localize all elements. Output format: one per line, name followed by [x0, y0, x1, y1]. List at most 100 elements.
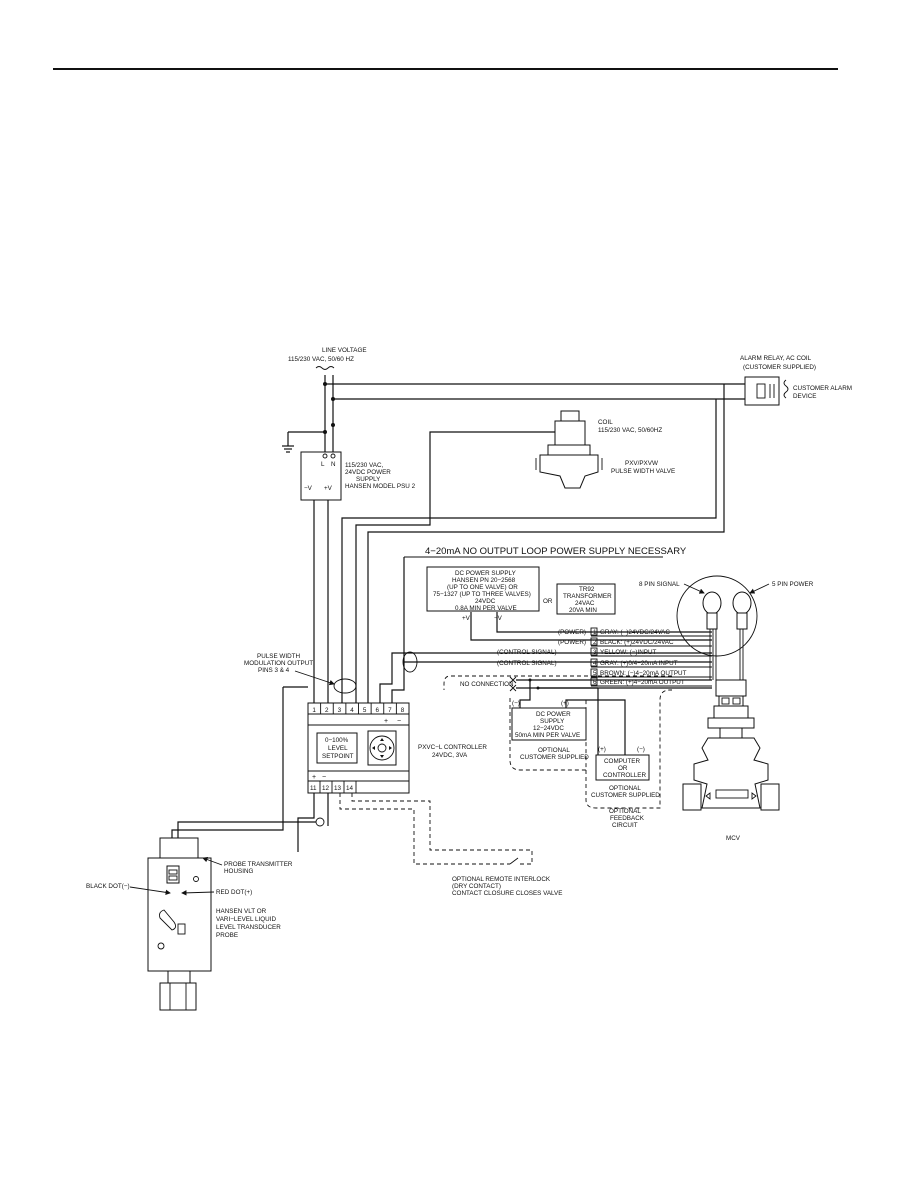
signal-cable-shield [402, 651, 418, 673]
wire-description: BLACK: (+)24VDC/24VAC [600, 639, 674, 646]
svg-text:LEVEL TRANSDUCER: LEVEL TRANSDUCER [216, 924, 281, 931]
probe-housing-label-2: HOUSING [224, 868, 253, 875]
feedback-label-3: CIRCUIT [612, 822, 638, 829]
controller-terminal: 3 [338, 707, 342, 714]
svg-text:12−24VDC: 12−24VDC [533, 725, 564, 732]
svg-text:+V: +V [324, 485, 333, 492]
svg-text:115/230 VAC, 50/60 HZ: 115/230 VAC, 50/60 HZ [288, 356, 354, 363]
svg-text:PULSE WIDTH: PULSE WIDTH [257, 653, 300, 660]
svg-text:0.8A MIN PER VALVE: 0.8A MIN PER VALVE [455, 605, 517, 612]
controller-terminal: 8 [401, 707, 405, 714]
keypad-icon [367, 730, 397, 766]
controller-terminal: 5 [363, 707, 367, 714]
svg-text:MODULATION OUTPUT: MODULATION OUTPUT [244, 660, 313, 667]
mcv-valve [682, 679, 780, 811]
wire-number-box [590, 647, 598, 656]
feedback-label-1: OPTIONAL [609, 808, 641, 815]
svg-text:OR: OR [618, 765, 628, 772]
svg-text:−: − [397, 718, 401, 725]
svg-text:DEVICE: DEVICE [793, 393, 816, 400]
feedback-label-2: FEEDBACK [610, 815, 645, 822]
svg-text:(+): (+) [598, 746, 606, 753]
controller-terminal: 4 [350, 707, 354, 714]
svg-text:LINE VOLTAGE: LINE VOLTAGE [322, 347, 367, 354]
svg-text:(−): (−) [637, 746, 645, 753]
svg-text:CONTACT CLOSURE CLOSES VALVE: CONTACT CLOSURE CLOSES VALVE [452, 890, 562, 897]
or-label: OR [543, 598, 553, 605]
wire-number: 1 [593, 629, 597, 636]
svg-text:SETPOINT: SETPOINT [322, 753, 354, 760]
svg-text:HANSEN MODEL PSU 2: HANSEN MODEL PSU 2 [345, 483, 416, 490]
svg-text:(+): (+) [561, 700, 569, 707]
svg-text:24VDC, 3VA: 24VDC, 3VA [432, 752, 468, 759]
dc-power-supply: DC POWER SUPPLY HANSEN PN 20−2568 (UP TO… [426, 566, 540, 622]
svg-text:PROBE: PROBE [216, 932, 238, 939]
loop-note: 4−20mA NO OUTPUT LOOP POWER SUPPLY NECES… [425, 546, 687, 557]
wire-number: 2 [593, 639, 597, 646]
line-voltage-label: LINE VOLTAGE 115/230 VAC, 50/60 HZ [288, 347, 367, 370]
controller-terminal: 11 [310, 785, 317, 792]
wire-tag: (POWER) [558, 629, 586, 636]
svg-text:COIL: COIL [598, 419, 613, 426]
svg-text:0−100%: 0−100% [325, 737, 349, 744]
svg-text:−V: −V [494, 615, 503, 622]
computer-controller: (+) (−) COMPUTER OR CONTROLLER [595, 746, 650, 781]
svg-text:50mA MIN PER VALVE: 50mA MIN PER VALVE [515, 732, 580, 739]
wire-number-box [590, 677, 598, 686]
svg-text:DC POWER SUPPLY: DC POWER SUPPLY [455, 570, 517, 577]
ac-symbol-icon [315, 366, 335, 370]
svg-text:20VA MIN: 20VA MIN [569, 607, 597, 614]
svg-text:OPTIONAL REMOTE INTERLOCK: OPTIONAL REMOTE INTERLOCK [452, 876, 551, 883]
no-connection-label: NO CONNECTION [460, 681, 514, 688]
probe-transducer [147, 837, 212, 1011]
no-connection-x [509, 676, 517, 692]
svg-text:L: L [321, 461, 325, 468]
svg-text:SUPPLY: SUPPLY [540, 718, 565, 725]
optional-label-3: OPTIONAL [609, 785, 641, 792]
pulse-width-valve: COIL 115/230 VAC, 50/60HZ PXV/PXVW PULSE… [535, 410, 675, 489]
svg-text:VARI−LEVEL LIQUID: VARI−LEVEL LIQUID [216, 916, 276, 923]
svg-text:HANSEN PN 20−2568: HANSEN PN 20−2568 [452, 577, 516, 584]
optional-label-2: CUSTOMER SUPPLIED [520, 754, 589, 761]
svg-text:−V: −V [304, 485, 313, 492]
controller-terminal: 7 [388, 707, 392, 714]
ground-symbol-icon [282, 431, 325, 453]
wire-description: GRAY: (−)24VDC/24VAC [600, 629, 670, 636]
svg-text:+: + [312, 774, 316, 781]
svg-text:DC POWER: DC POWER [536, 711, 571, 718]
alarm-relay: ALARM RELAY, AC COIL (CUSTOMER SUPPLIED)… [740, 355, 852, 406]
probe-housing-label: PROBE TRANSMITTER [224, 861, 293, 868]
wire-number: 6 [593, 679, 597, 686]
probe-description: HANSEN VLT OR VARI−LEVEL LIQUID LEVEL TR… [216, 908, 281, 939]
svg-text:115/230 VAC, 50/60HZ: 115/230 VAC, 50/60HZ [598, 427, 662, 434]
pwm-output-note: PULSE WIDTH MODULATION OUTPUT PINS 3 & 4 [244, 653, 357, 694]
controller-terminal: 14 [346, 785, 354, 792]
svg-text:LEVEL: LEVEL [328, 745, 348, 752]
svg-text:HANSEN VLT OR: HANSEN VLT OR [216, 908, 267, 915]
wire-tag: (CONTROL SIGNAL) [497, 660, 557, 667]
wire-description: GREEN: (+)4−20mA OUTPUT [600, 679, 685, 686]
svg-text:TRANSFORMER: TRANSFORMER [563, 593, 612, 600]
controller-terminal: 2 [325, 707, 329, 714]
interlock-contact [509, 857, 519, 865]
svg-text:8 PIN SIGNAL: 8 PIN SIGNAL [639, 581, 680, 588]
svg-text:(DRY CONTACT): (DRY CONTACT) [452, 883, 501, 890]
wire-number: 4 [593, 660, 597, 667]
svg-text:24VAC: 24VAC [575, 600, 595, 607]
svg-text:24VDC POWER: 24VDC POWER [345, 469, 391, 476]
connector-detail: 8 PIN SIGNAL 5 PIN POWER [639, 575, 814, 657]
svg-text:SUPPLY: SUPPLY [356, 476, 381, 483]
svg-text:PULSE WIDTH VALVE: PULSE WIDTH VALVE [611, 468, 675, 475]
svg-text:PINS 3 & 4: PINS 3 & 4 [258, 667, 290, 674]
wire-number-box [590, 637, 598, 646]
wire-description: GRAY: (+)0/4−20mA INPUT [600, 660, 678, 667]
controller-terminal: 13 [334, 785, 342, 792]
svg-text:(UP TO ONE VALVE) OR: (UP TO ONE VALVE) OR [447, 584, 518, 591]
optional-label-1: OPTIONAL [538, 747, 570, 754]
svg-text:TR92: TR92 [579, 586, 595, 593]
wire-description: BROWN: (−)4−20mA OUTPUT [600, 670, 687, 677]
setpoint-display [316, 732, 358, 764]
